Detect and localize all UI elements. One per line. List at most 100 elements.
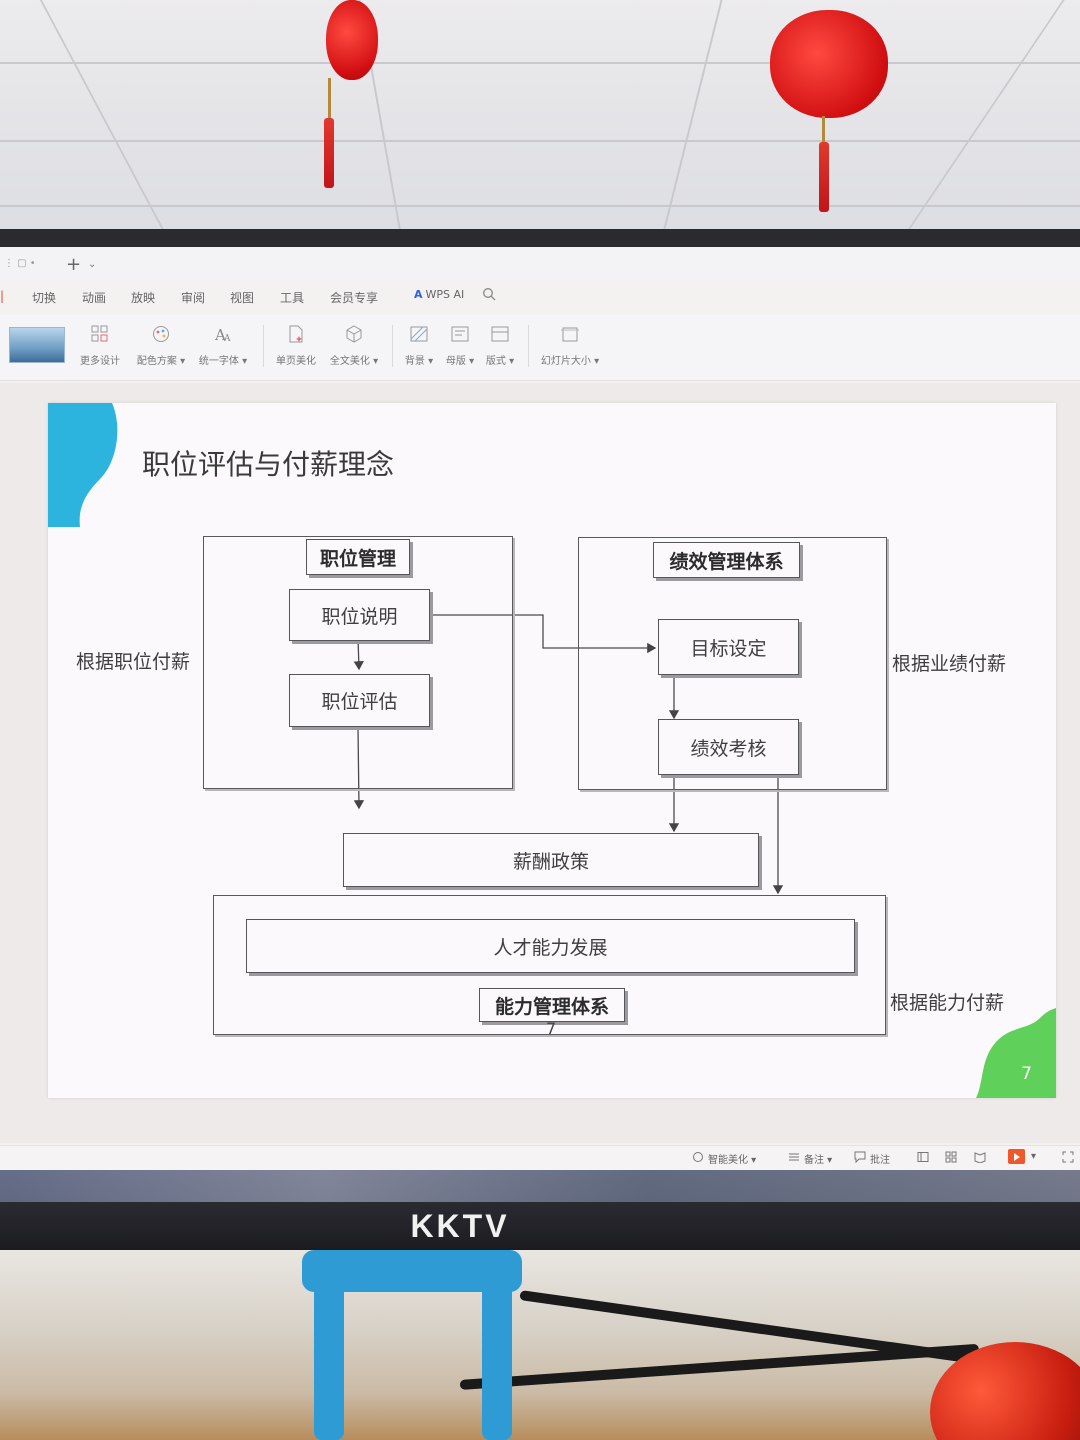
ceiling [0, 0, 1080, 245]
lantern-tassel [324, 118, 334, 188]
cube-icon [346, 325, 362, 343]
ceiling-grid-line [0, 140, 1080, 142]
corner-page-number: 7 [1021, 1064, 1032, 1084]
slide-size-button[interactable]: 幻灯片大小 ▾ [537, 325, 603, 368]
single-page-beautify-label: 单页美化 [276, 356, 316, 367]
lantern-string [822, 116, 825, 146]
notes-button[interactable]: 备注 ▾ [804, 1155, 833, 1166]
toolbar-divider [528, 325, 529, 367]
master-label: 母版 ▾ [445, 356, 475, 367]
active-tab-marker: | [0, 289, 5, 303]
notes-icon [789, 1153, 799, 1161]
tab-transition[interactable]: 切换 [32, 291, 57, 305]
capability-system-header[interactable]: 能力管理体系 [479, 988, 625, 1022]
job-management-header[interactable]: 职位管理 [306, 539, 410, 575]
ceiling-grid-line [0, 62, 1080, 64]
palette-icon [153, 326, 169, 342]
master-slide-icon [451, 326, 469, 342]
pay-by-capability-label: 根据能力付薪 [890, 992, 1005, 1014]
normal-view-icon[interactable] [917, 1151, 929, 1163]
lantern-string [328, 78, 331, 118]
monitor-stand-leg [314, 1280, 344, 1440]
comments-button[interactable]: 批注 [870, 1155, 890, 1166]
wps-ai-logo-icon: A [414, 288, 423, 301]
more-design-label: 更多设计 [80, 356, 120, 367]
font-icon: AA [214, 326, 231, 343]
search-icon[interactable] [482, 287, 496, 301]
color-scheme-label: 配色方案 ▾ [136, 356, 186, 367]
ceiling-grid-line [897, 0, 1065, 245]
svg-text:A: A [223, 334, 231, 343]
theme-thumbnail[interactable] [9, 327, 65, 363]
full-text-beautify-button[interactable]: 全文美化 ▾ [321, 325, 387, 368]
page-sparkle-icon [289, 325, 303, 343]
tab-list-chevron-icon[interactable]: ⌄ [88, 259, 97, 270]
comment-icon [854, 1151, 866, 1163]
pay-by-position-label: 根据职位付薪 [76, 651, 191, 673]
title-bar: ⋮ ▢ • + ⌄ [0, 247, 1080, 281]
slide-size-icon [561, 327, 579, 342]
capability-management-frame [213, 895, 886, 1035]
toolbar-divider [392, 325, 393, 367]
layout-button[interactable]: 版式 ▾ [467, 325, 533, 368]
lantern-tassel [819, 142, 829, 212]
ceiling-grid-line [39, 0, 173, 245]
taskbar [0, 1170, 1080, 1202]
blue-decoration-blob [48, 403, 118, 527]
new-tab-plus-icon[interactable]: + [66, 254, 82, 275]
pay-by-performance-label: 根据业绩付薪 [892, 653, 1007, 675]
slide-size-label: 幻灯片大小 ▾ [540, 356, 600, 367]
layout-icon [491, 326, 509, 342]
tab-animation[interactable]: 动画 [82, 291, 107, 305]
smart-beautify-button[interactable]: 智能美化 ▾ [708, 1155, 757, 1166]
background-icon [410, 326, 428, 342]
single-page-beautify-button[interactable]: 单页美化 [263, 325, 329, 368]
tab-member[interactable]: 会员专享 [330, 291, 379, 305]
window-controls[interactable]: ⋮ ▢ • [4, 258, 36, 269]
slide-sorter-icon[interactable] [945, 1151, 957, 1163]
fit-window-icon[interactable] [1062, 1151, 1074, 1163]
page-number: 7 [546, 1019, 557, 1038]
desk [0, 1250, 1080, 1440]
grid-design-icon [91, 325, 108, 342]
slide-title[interactable]: 职位评估与付薪理念 [142, 448, 395, 481]
full-text-beautify-label: 全文美化 ▾ [329, 356, 379, 367]
job-evaluation-box[interactable]: 职位评估 [289, 674, 430, 727]
talent-development-box[interactable]: 人才能力发展 [246, 919, 855, 973]
background-button[interactable]: 背景 ▾ [386, 325, 452, 368]
slide-7[interactable]: 7 职位评估与付薪理念 职位管理 职位说明 职位评估 根据职位付薪 [48, 403, 1056, 1098]
unify-font-label: 统一字体 ▾ [198, 356, 248, 367]
monitor-stand-leg [482, 1280, 512, 1440]
play-slideshow-icon[interactable] [1008, 1149, 1025, 1164]
more-design-button[interactable]: 更多设计 [67, 325, 133, 368]
red-lantern-left [326, 0, 378, 80]
wps-ai-label: WPS AI [425, 288, 465, 301]
ceiling-grid-line [0, 205, 1080, 207]
goal-setting-box[interactable]: 目标设定 [658, 619, 799, 675]
compensation-policy-box[interactable]: 薪酬政策 [343, 833, 759, 887]
color-scheme-button[interactable]: 配色方案 ▾ [128, 325, 194, 368]
monitor-bezel-top [0, 229, 1080, 247]
tab-review[interactable]: 审阅 [181, 291, 206, 305]
play-options-chevron-icon[interactable]: ▾ [1031, 1151, 1037, 1162]
smart-beautify-icon [693, 1152, 703, 1162]
tab-slideshow[interactable]: 放映 [131, 291, 156, 305]
master-button[interactable]: 母版 ▾ [427, 325, 493, 368]
svg-text:A: A [214, 326, 226, 343]
layout-label: 版式 ▾ [485, 356, 515, 367]
performance-management-frame [578, 537, 887, 790]
background-label: 背景 ▾ [404, 356, 434, 367]
performance-system-header[interactable]: 绩效管理体系 [653, 542, 800, 578]
job-description-box[interactable]: 职位说明 [289, 589, 430, 641]
green-decoration-blob [976, 1008, 1056, 1098]
performance-appraisal-box[interactable]: 绩效考核 [658, 719, 799, 775]
tab-tools[interactable]: 工具 [280, 291, 305, 305]
tab-view[interactable]: 视图 [230, 291, 255, 305]
ceiling-grid-line [659, 0, 723, 245]
reading-view-icon[interactable] [974, 1151, 986, 1163]
